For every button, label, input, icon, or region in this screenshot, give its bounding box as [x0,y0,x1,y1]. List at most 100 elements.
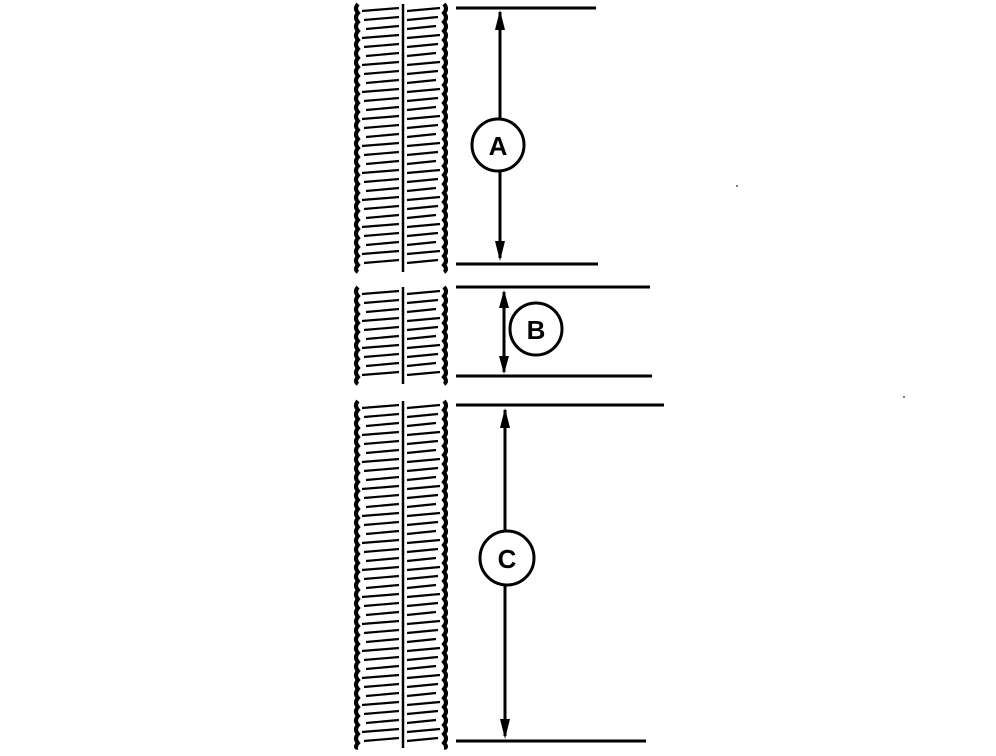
coil-turn [406,700,441,707]
coil-turn [406,421,437,428]
coil-turn [406,448,437,455]
coil-turn [406,403,441,410]
coil-turn [365,610,400,617]
coil-turn [361,87,400,94]
coil-turn [363,601,400,608]
coil-turn [363,493,400,500]
coil-turn [406,204,439,211]
coil-turn [406,484,441,491]
coil-turn [365,334,400,341]
coil-turn [406,15,439,22]
coil-turn [406,307,437,314]
coil-turn [406,736,439,743]
coil-turn [406,556,437,563]
coil-turn [406,691,437,698]
coil-turn [406,123,439,130]
coil-turn [365,307,400,314]
coil-edge-right [441,399,448,750]
coil-turn [365,502,400,509]
coil-turn [406,529,437,536]
coil-turn [363,352,400,359]
coil-turn [406,352,439,359]
coil-turn [406,24,437,31]
coil-turn [361,60,400,67]
coil-segment-a [354,2,448,274]
dimension-b: B [499,290,564,374]
coil-turn [406,141,441,148]
arrowhead-c-bottom [500,719,510,739]
coil-turn [406,457,441,464]
coil-turn [365,529,400,536]
coil-turn [406,475,437,482]
coil-edge-left [354,399,361,750]
coil-turn [363,574,400,581]
arrowhead-b-bottom [499,356,509,374]
coil-turn [363,298,400,305]
coil-turn [361,646,400,653]
coil-turn [363,258,400,265]
dimension-a: A [470,10,526,261]
coil-turn [406,466,439,473]
coil-turn [406,547,439,554]
coil-turn [361,168,400,175]
coil-turn [406,592,441,599]
coil-turn [406,511,441,518]
coil-turn [363,439,400,446]
coil-turn [361,289,400,296]
coil-turn [361,343,400,350]
coil-turn [363,628,400,635]
coil-turn [406,370,441,377]
scan-speck [736,185,738,187]
coil-turn [406,96,439,103]
coil-turn [365,421,400,428]
coil-turn [406,316,441,323]
coil-turn [363,709,400,716]
callout-circle-b [508,301,564,357]
coil-edge-right [441,285,448,386]
coil-turn [361,114,400,121]
coil-turn [406,249,441,256]
coil-turn [406,105,437,112]
coil-turn [406,33,441,40]
coil-turn [363,547,400,554]
coil-turn [363,96,400,103]
coil-turn [406,430,441,437]
coil-turn [361,619,400,626]
coil-turn [361,222,400,229]
coil-turn [406,439,439,446]
coil-turn [365,448,400,455]
coil-turn [363,15,400,22]
coil-turn [363,204,400,211]
coil-turn [406,60,441,67]
coil-turn [406,195,441,202]
coil-turn [363,177,400,184]
coil-turn [406,87,441,94]
coil-turn [361,727,400,734]
coil-turn [406,177,439,184]
coil-turn [363,231,400,238]
coil-turn [406,646,441,653]
arrowhead-b-top [499,290,509,308]
coil-turn [361,484,400,491]
coil-turn [363,69,400,76]
arrowhead-a-bottom [495,241,505,261]
coil-turn [406,240,437,247]
coil-turn [406,159,437,166]
coil-turn [365,556,400,563]
arrowhead-c-top [500,408,510,428]
coil-turn [361,249,400,256]
coil-turn [363,520,400,527]
coil-turn [361,700,400,707]
coil-turn [365,637,400,644]
coil-turn [363,42,400,49]
coil-turn [406,637,437,644]
coil-turn [363,123,400,130]
coil-turn [363,682,400,689]
coil-turn [365,159,400,166]
coil-edge-left [354,2,361,274]
coil-turn [365,240,400,247]
coil-edge-right [441,2,448,274]
coil-edge-left [354,285,361,386]
coil-turn [406,493,439,500]
